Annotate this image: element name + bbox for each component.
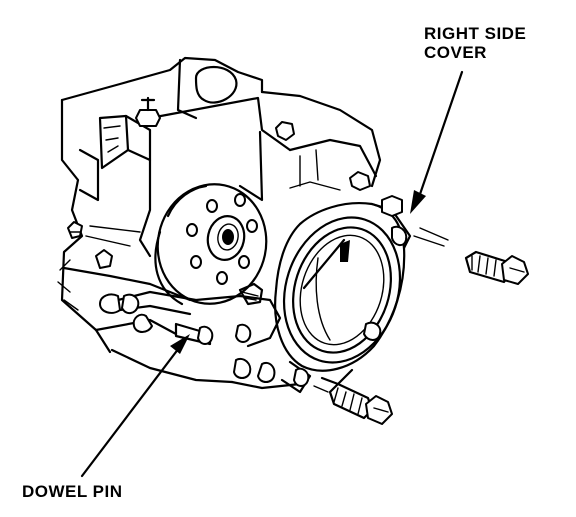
block-bolts [67, 96, 371, 269]
leader-arrows [80, 70, 464, 478]
right-side-cover-label: RIGHT SIDE COVER [424, 24, 526, 62]
right-side-cover [274, 195, 412, 387]
right-side-cover-label-line2: COVER [424, 43, 487, 62]
lower-casting [99, 282, 312, 394]
crank-flange [154, 183, 268, 306]
dowel-pin-label: DOWEL PIN [22, 482, 123, 501]
cover-bolt-upper [413, 227, 529, 285]
engine-block [57, 56, 382, 390]
cover-bolt-lower [313, 382, 393, 425]
right-side-cover-label-line1: RIGHT SIDE [424, 24, 527, 43]
